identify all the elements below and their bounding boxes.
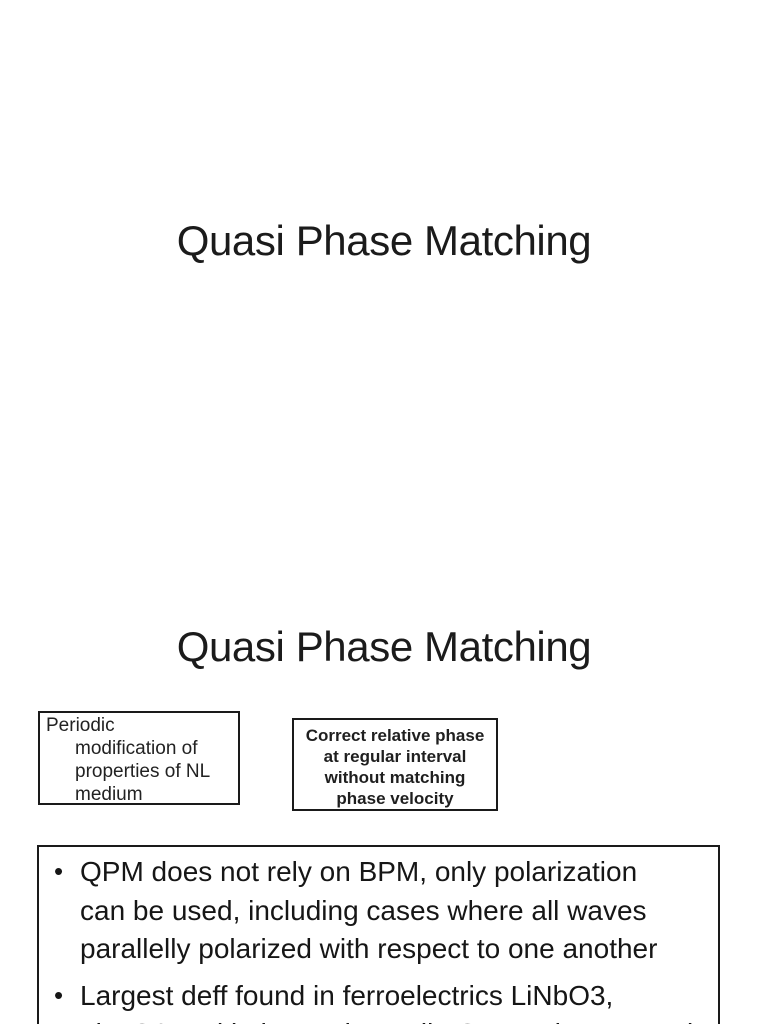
periodic-box-line: properties of NL xyxy=(75,761,211,782)
slide2-title: Quasi Phase Matching xyxy=(176,623,592,670)
correct-box-line: Correct relative phase xyxy=(305,726,485,745)
correct-box-line: without matching xyxy=(324,768,466,787)
bullet-icon: • xyxy=(54,856,64,886)
correct-relative-phase-box: Correct relative phase at regular interv… xyxy=(292,718,498,811)
qpm-bullet-box: • QPM does not rely on BPM, only polariz… xyxy=(37,845,720,1024)
bullet-text-line: QPM does not rely on BPM, only polarizat… xyxy=(80,856,638,887)
bullet-text-line: LiTaO3 and in isotropic media GaAs where… xyxy=(80,1015,710,1024)
bullet-item: • QPM does not rely on BPM, only polariz… xyxy=(39,853,710,969)
bullet-text-line: can be used, including cases where all w… xyxy=(80,894,647,926)
periodic-box-line: modification of xyxy=(75,738,198,759)
periodic-box-line: Periodic xyxy=(46,715,115,736)
bullet-item: • Largest deff found in ferroelectrics L… xyxy=(39,977,710,1024)
slide1-title: Quasi Phase Matching xyxy=(176,217,592,264)
correct-box-line: phase velocity xyxy=(336,789,454,808)
periodic-modification-box: Periodic modification of properties of N… xyxy=(38,711,240,805)
bullet-text-line: parallelly polarized with respect to one… xyxy=(80,933,658,964)
periodic-box-line: medium xyxy=(75,784,143,805)
correct-box-line: at regular interval xyxy=(323,747,467,766)
bullet-icon: • xyxy=(54,979,64,1010)
bullet-text-line: Largest deff found in ferroelectrics LiN… xyxy=(80,979,614,1011)
